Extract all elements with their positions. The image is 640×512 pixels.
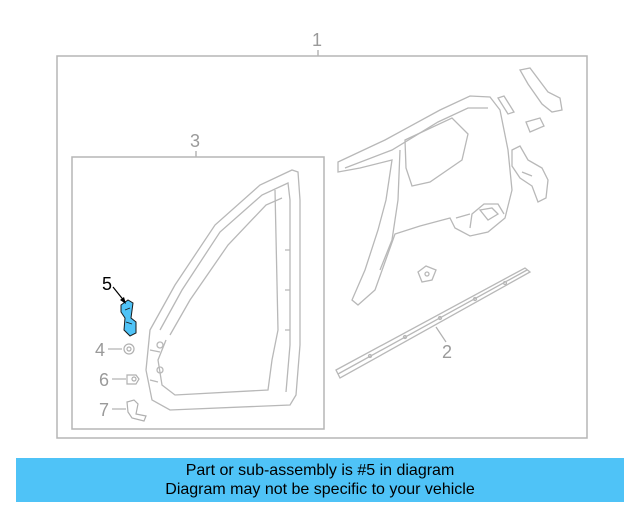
part-4-clip xyxy=(123,343,135,355)
front-pillar-panel xyxy=(145,169,301,411)
callout-1[interactable]: 1 xyxy=(312,30,322,50)
part-6-grommet xyxy=(126,374,140,385)
wheel-arch-bracket xyxy=(417,265,437,283)
callout-arrow-5 xyxy=(120,297,126,304)
parts-diagram: 1 3 5 4 6 7 xyxy=(56,30,588,439)
part-7-bracket xyxy=(126,399,147,422)
callout-3[interactable]: 3 xyxy=(190,131,200,151)
assembly-frame-3 xyxy=(71,156,325,430)
rocker-panel-2[interactable] xyxy=(335,267,532,379)
rear-quarter-panel xyxy=(337,95,513,306)
callout-6[interactable]: 6 xyxy=(99,370,109,390)
assembly-frame-1 xyxy=(56,55,588,439)
callout-4[interactable]: 4 xyxy=(95,340,105,360)
banner-line-2: Diagram may not be specific to your vehi… xyxy=(165,481,475,498)
callout-7[interactable]: 7 xyxy=(99,400,109,420)
callout-leader-2 xyxy=(435,326,447,343)
part-5-bracket[interactable] xyxy=(120,299,137,337)
upper-rear-brackets xyxy=(497,67,563,203)
callout-2[interactable]: 2 xyxy=(442,342,452,362)
callout-5[interactable]: 5 xyxy=(102,274,112,294)
part-info-banner: Part or sub-assembly is #5 in diagram Di… xyxy=(16,458,624,502)
banner-line-1: Part or sub-assembly is #5 in diagram xyxy=(185,462,455,479)
